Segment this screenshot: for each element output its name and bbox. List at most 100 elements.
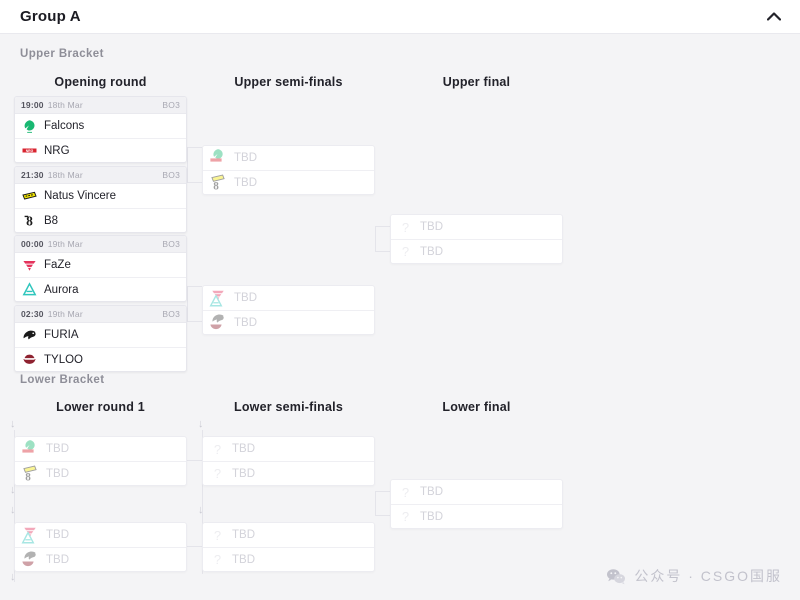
match-header: 00:00 19th Mar BO3 [15, 236, 186, 253]
team-name: TBD [46, 467, 69, 480]
watermark-text: 公众号 · CSGO国服 [634, 568, 782, 584]
b8-logo: 8 [22, 213, 37, 228]
connector [187, 321, 202, 322]
team-name: TYLOO [44, 353, 83, 366]
team-row[interactable]: FaZe [15, 253, 186, 277]
team-name: NRG [44, 144, 70, 157]
navi-b8-pending-logo: 8 [210, 174, 227, 192]
match-card[interactable]: TBD 8 TBD [202, 145, 375, 195]
team-row[interactable]: ? TBD [391, 215, 562, 239]
question-icon: ? [213, 466, 222, 481]
upper-bracket-label: Upper Bracket [20, 48, 104, 60]
connector [375, 491, 376, 516]
match-date: 18th Mar [47, 170, 83, 180]
round-label-upper-final: Upper final [442, 75, 511, 89]
connector [187, 546, 202, 547]
match-format: BO3 [162, 309, 180, 319]
team-row[interactable]: TBD [15, 437, 186, 461]
match-card[interactable]: 19:00 18th Mar BO3 Falcons NRG NRG [14, 96, 187, 163]
team-row[interactable]: 8 TBD [15, 461, 186, 485]
match-time: 02:30 [21, 309, 44, 319]
connector [14, 430, 15, 582]
team-name: TBD [46, 529, 69, 541]
question-icon: ? [213, 527, 222, 543]
team-row[interactable]: TBD [203, 286, 374, 310]
team-row[interactable]: TYLOO [15, 347, 186, 371]
tyloo-logo [22, 352, 37, 367]
group-header[interactable]: Group A [0, 0, 800, 34]
connector [187, 286, 188, 322]
match-card[interactable]: 21:30 18th Mar BO3 Natus Vincere 8 B8 [14, 166, 187, 233]
team-row[interactable]: TBD [203, 310, 374, 334]
team-name: Falcons [44, 120, 85, 132]
match-card[interactable]: ? TBD ? TBD [390, 214, 563, 264]
team-row[interactable]: ? TBD [203, 547, 374, 571]
match-card[interactable]: 00:00 19th Mar BO3 FaZe Aurora [14, 235, 187, 302]
team-row[interactable]: FURIA [15, 323, 186, 347]
team-row[interactable]: Aurora [15, 277, 186, 301]
question-icon: ? [401, 219, 410, 235]
connector [375, 251, 390, 252]
match-format: BO3 [162, 170, 180, 180]
team-row[interactable]: Natus Vincere [15, 184, 186, 208]
team-name: FURIA [44, 329, 79, 341]
round-label-lower-semi-finals: Lower semi-finals [234, 400, 343, 414]
team-name: TBD [232, 443, 255, 455]
team-row[interactable]: NRG NRG [15, 138, 186, 162]
connector [187, 147, 202, 148]
team-row[interactable]: ? TBD [391, 504, 562, 528]
team-name: Aurora [44, 283, 79, 296]
falcons-logo [22, 119, 37, 134]
connector [187, 460, 202, 461]
match-card[interactable]: TBD TBD [14, 522, 187, 572]
drop-arrow-icon: ↓ [198, 418, 204, 430]
match-format: BO3 [162, 239, 180, 249]
drop-arrow-icon: ↓ [10, 484, 16, 496]
team-row[interactable]: TBD [15, 523, 186, 547]
match-card[interactable]: ? TBD ? TBD [390, 479, 563, 529]
match-card[interactable]: 02:30 19th Mar BO3 FURIA TYLOO [14, 305, 187, 372]
connector [187, 286, 202, 287]
match-card[interactable]: TBD 8 TBD [14, 436, 187, 486]
match-time: 21:30 [21, 170, 44, 180]
team-name: TBD [234, 152, 257, 164]
furia-tyloo-pending-logo [22, 551, 39, 567]
team-row[interactable]: ? TBD [203, 523, 374, 547]
match-card[interactable]: TBD TBD [202, 285, 375, 335]
faze-aurora-pending-logo [21, 527, 39, 543]
match-card[interactable]: ? TBD ? TBD [202, 436, 375, 486]
watermark: 公众号 · CSGO国服 [606, 566, 782, 586]
team-name: TBD [46, 553, 69, 566]
team-row[interactable]: 8 B8 [15, 208, 186, 232]
match-date: 19th Mar [47, 309, 83, 319]
faze-logo [22, 258, 37, 273]
team-row[interactable]: ? TBD [203, 437, 374, 461]
match-time: 19:00 [21, 100, 44, 110]
team-row[interactable]: ? TBD [203, 461, 374, 485]
navi-logo [22, 189, 37, 204]
chevron-up-icon[interactable] [764, 7, 784, 27]
team-row[interactable]: Falcons [15, 114, 186, 138]
connector [375, 491, 390, 492]
connector [202, 430, 203, 574]
nrg-logo: NRG [22, 143, 37, 158]
team-name: FaZe [44, 259, 71, 271]
team-row[interactable]: TBD [15, 547, 186, 571]
question-icon: ? [213, 441, 222, 457]
question-icon: ? [213, 552, 222, 567]
team-row[interactable]: TBD [203, 146, 374, 170]
drop-arrow-icon: ↓ [10, 418, 16, 430]
match-date: 19th Mar [47, 239, 83, 249]
round-label-opening-round: Opening round [54, 75, 147, 89]
team-row[interactable]: ? TBD [391, 480, 562, 504]
faze-aurora-pending-logo [209, 290, 227, 306]
team-name: TBD [234, 176, 257, 189]
match-header: 02:30 19th Mar BO3 [15, 306, 186, 323]
round-label-lower-final: Lower final [442, 400, 511, 414]
team-row[interactable]: 8 TBD [203, 170, 374, 194]
falcons-nrg-pending-logo [210, 148, 227, 166]
match-card[interactable]: ? TBD ? TBD [202, 522, 375, 572]
team-row[interactable]: ? TBD [391, 239, 562, 263]
team-name: Natus Vincere [44, 190, 117, 202]
